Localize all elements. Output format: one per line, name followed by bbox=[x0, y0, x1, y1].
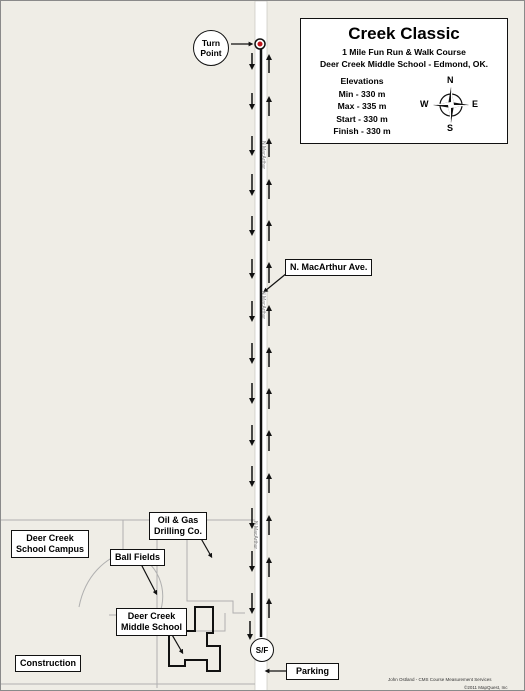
middle-school-building bbox=[168, 606, 221, 672]
construction-label-text: Construction bbox=[20, 658, 76, 668]
map-title: Creek Classic bbox=[348, 24, 460, 43]
campus-label-line2: School Campus bbox=[16, 544, 85, 554]
ball-fields-leader bbox=[140, 563, 158, 596]
compass-n: N bbox=[447, 75, 454, 85]
road-label-text: N. MacArthur Ave. bbox=[290, 262, 368, 272]
elevation-min: Min - 330 m bbox=[338, 88, 386, 99]
map-subtitle-1: 1 Mile Fun Run & Walk Course bbox=[342, 47, 466, 57]
turn-point-label: Turn Point bbox=[193, 30, 229, 66]
oil-gas-label-line2: Drilling Co. bbox=[154, 526, 202, 536]
middle-school-label-line2: Middle School bbox=[121, 622, 183, 632]
ball-fields-label-text: Ball Fields bbox=[115, 552, 161, 562]
elevations-heading: Elevations bbox=[340, 76, 384, 86]
turn-marker-dot bbox=[257, 41, 263, 47]
oil-gas-label-line1: Oil & Gas bbox=[157, 515, 199, 525]
compass-rose: N E S W bbox=[420, 75, 479, 135]
road-label: N. MacArthur Ave. bbox=[285, 259, 373, 276]
elevations-block: Elevations Min - 330 m Max - 335 m Start… bbox=[307, 75, 417, 138]
turn-point-line1: Turn bbox=[201, 38, 221, 48]
turn-point-line2: Point bbox=[200, 48, 222, 58]
start-finish-marker: S/F bbox=[250, 638, 274, 662]
oil-gas-label: Oil & Gas Drilling Co. bbox=[149, 512, 207, 540]
start-finish-text: S/F bbox=[255, 645, 269, 655]
footer-credit: John Ostland - CMS Course Measurement Se… bbox=[388, 677, 492, 682]
parking-label-text: Parking bbox=[296, 666, 330, 676]
elevation-max: Max - 335 m bbox=[337, 101, 387, 111]
campus-label: Deer Creek School Campus bbox=[11, 530, 90, 558]
road-name-middle: N MacArthur bbox=[260, 291, 266, 320]
map-subtitle-2: Deer Creek Middle School - Edmond, OK. bbox=[319, 59, 489, 69]
road-leader bbox=[263, 272, 288, 293]
compass-icon bbox=[433, 87, 469, 123]
elevation-start: Start - 330 m bbox=[336, 113, 388, 124]
road-name-upper: N MacArthur bbox=[260, 141, 266, 170]
copyright-text: ©2011 MapQuest, Inc bbox=[464, 685, 508, 690]
elevation-finish: Finish - 330 m bbox=[333, 126, 391, 136]
legend-box: Creek Classic 1 Mile Fun Run & Walk Cour… bbox=[300, 18, 508, 144]
middle-school-leader bbox=[170, 632, 184, 655]
outbound-arrows bbox=[247, 53, 255, 640]
campus-label-line1: Deer Creek bbox=[26, 533, 74, 543]
parking-label: Parking bbox=[286, 663, 340, 680]
middle-school-label-line1: Deer Creek bbox=[127, 611, 176, 621]
construction-label: Construction bbox=[15, 655, 81, 672]
middle-school-label: Deer Creek Middle School bbox=[116, 608, 188, 636]
compass-s: S bbox=[447, 123, 454, 133]
ball-fields-label: Ball Fields bbox=[110, 549, 166, 566]
road-name-lower: N MacArthur bbox=[252, 521, 258, 550]
compass-e: E bbox=[472, 99, 479, 109]
compass-w: W bbox=[420, 99, 429, 109]
